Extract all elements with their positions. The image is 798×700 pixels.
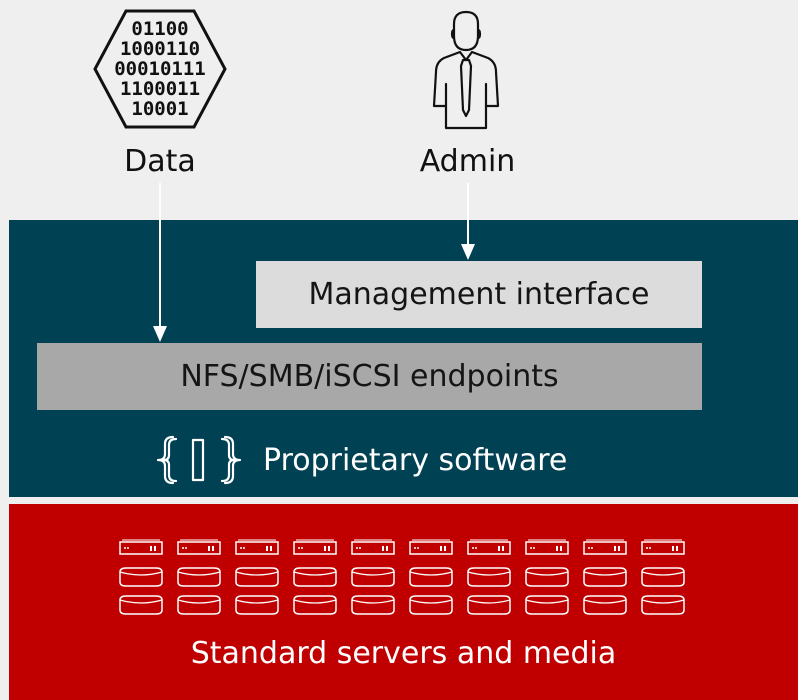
server-icon: [177, 539, 221, 555]
hardware-layer: [9, 504, 798, 700]
data-arrow-head: [153, 326, 167, 342]
disk-icon: [641, 595, 685, 615]
disk-icon: [525, 567, 569, 587]
code-braces-icon: [156, 435, 242, 485]
disk-icon: [409, 595, 453, 615]
binary-row: 01100: [131, 18, 188, 40]
disk-icon: [641, 567, 685, 587]
server-icon: [293, 539, 337, 555]
disk-icon: [351, 567, 395, 587]
disk-icon: [119, 567, 163, 587]
disk-icon: [351, 595, 395, 615]
admin-arrow-line: [467, 183, 469, 246]
server-icon: [235, 539, 279, 555]
admin-label: Admin: [419, 144, 516, 179]
binary-row: 00010111: [114, 58, 206, 80]
admin-arrow-head: [461, 244, 475, 260]
proprietary-software-row: Proprietary software: [155, 430, 567, 490]
server-icon: [467, 539, 511, 555]
server-icon: [641, 539, 685, 555]
server-icon: [351, 539, 395, 555]
data-arrow-line: [159, 183, 161, 328]
disk-icon: [467, 567, 511, 587]
management-interface-box: Management interface: [256, 261, 702, 328]
management-interface-label: Management interface: [308, 277, 650, 312]
binary-row: 1100011: [120, 78, 200, 100]
disk-icon: [293, 567, 337, 587]
disk-icon: [177, 567, 221, 587]
disk-icon: [293, 595, 337, 615]
disk-icon: [583, 595, 627, 615]
disk-icon: [235, 595, 279, 615]
server-icon: [525, 539, 569, 555]
disk-icon: [467, 595, 511, 615]
admin-icon: [432, 10, 500, 130]
hardware-caption: Standard servers and media: [190, 636, 617, 671]
proprietary-software-label: Proprietary software: [263, 442, 568, 478]
endpoints-label: NFS/SMB/iSCSI endpoints: [180, 359, 559, 394]
disk-icon: [409, 567, 453, 587]
server-icon: [119, 539, 163, 555]
disk-icon: [119, 595, 163, 615]
binary-row: 1000110: [120, 38, 200, 60]
disk-icon: [583, 567, 627, 587]
server-icon: [409, 539, 453, 555]
server-icon: [583, 539, 627, 555]
disk-icon: [177, 595, 221, 615]
disk-icon: [525, 595, 569, 615]
endpoints-box: NFS/SMB/iSCSI endpoints: [37, 343, 702, 410]
servers-and-disks: [119, 539, 685, 615]
binary-row: 10001: [131, 98, 188, 120]
disk-icon: [235, 567, 279, 587]
data-label: Data: [124, 144, 196, 179]
